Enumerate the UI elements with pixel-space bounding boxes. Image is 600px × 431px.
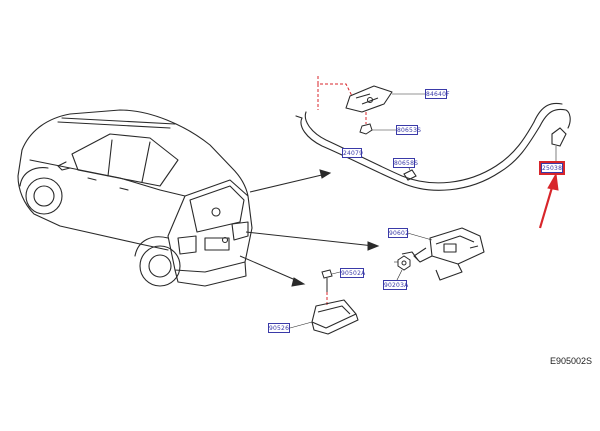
bolt-part	[359, 123, 373, 135]
wire-harness	[295, 102, 571, 191]
switch-assembly	[401, 227, 485, 281]
callout-clip: 80658S	[393, 158, 419, 168]
handle-part	[311, 299, 359, 335]
screw-part	[321, 269, 333, 292]
nut-part	[397, 255, 411, 271]
callout-harness: 24079	[342, 148, 364, 158]
callout-bracket: 84640F	[425, 89, 450, 99]
bracket-part	[345, 85, 393, 113]
figure-id: E905002S	[549, 356, 592, 366]
callout-leaders	[289, 93, 557, 329]
pointer-arrows	[239, 169, 380, 287]
callout-handle: 90526	[268, 323, 290, 333]
dashed-leaders	[317, 76, 367, 124]
callout-switch: 90602	[388, 228, 410, 238]
callout-screw: 90502A	[340, 268, 366, 278]
highlight-arrow	[538, 172, 559, 229]
callout-nut: 90203A	[383, 280, 409, 290]
callout-bolt: 80653S	[396, 125, 422, 135]
callout-lid-switch: 25038	[539, 161, 565, 175]
car-illustration	[17, 109, 253, 287]
